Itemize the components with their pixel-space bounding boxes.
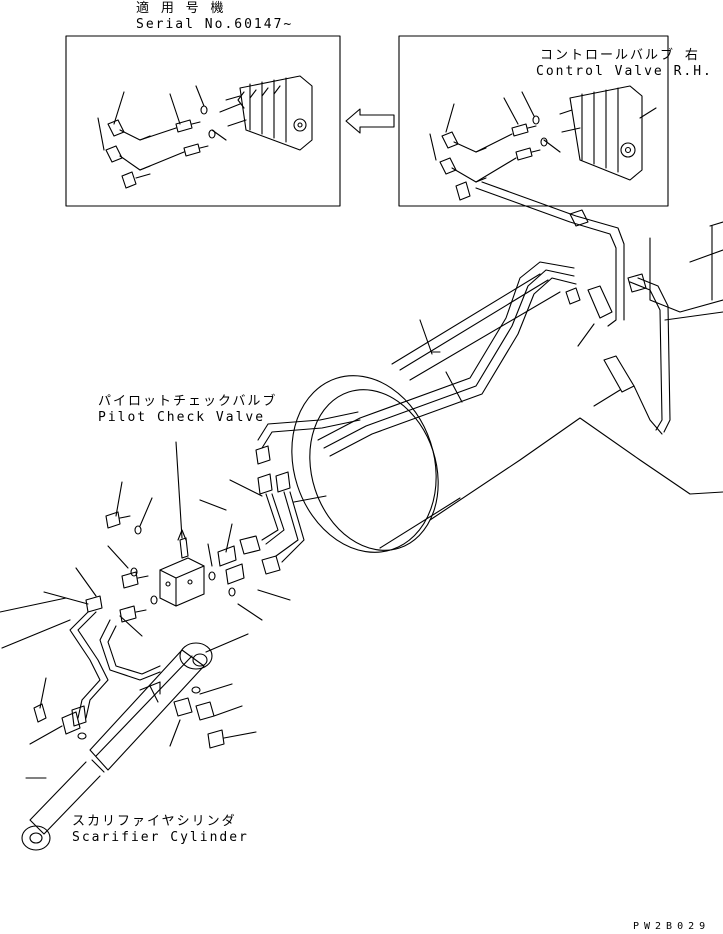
inset-right-control-valve xyxy=(559,85,643,181)
inset-control-valve-box xyxy=(398,35,669,207)
inset-left-control-valve xyxy=(225,75,313,151)
pilot-check-valve-label-ja: パイロットチェックバルブ xyxy=(98,394,278,409)
scarifier-cylinder-label-en: Scarifier Cylinder xyxy=(72,830,249,845)
drawing-code: PW2B029 xyxy=(633,921,711,932)
hydraulic-tubes xyxy=(239,181,671,575)
control-valve-label-ja: コントロールバルブ 右 xyxy=(540,48,700,63)
inset-serial-title-en: Serial No.60147~ xyxy=(136,17,294,32)
pilot-check-valve-label-en: Pilot Check Valve xyxy=(98,410,266,425)
direction-arrow xyxy=(345,108,395,134)
scarifier-cylinder-label-ja: スカリファイヤシリンダ xyxy=(72,814,237,829)
pilot-check-valve xyxy=(33,441,245,740)
inset-serial-box xyxy=(65,35,341,207)
inset-serial-title-ja: 適 用 号 機 xyxy=(136,1,226,16)
control-valve-label-en: Control Valve R.H. xyxy=(536,64,713,79)
leader-lines xyxy=(0,319,621,779)
axle-housing xyxy=(291,221,723,553)
